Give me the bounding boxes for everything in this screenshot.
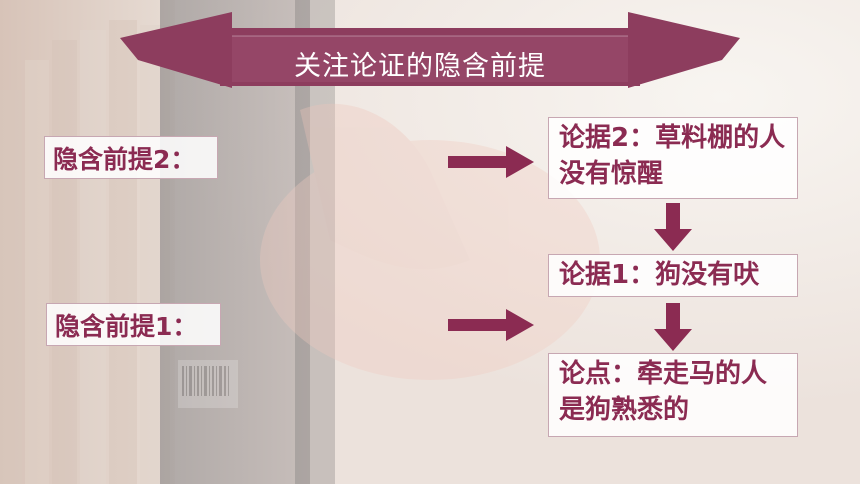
conclusion-box: 论点：牵走马的人是狗熟悉的 [548, 353, 798, 437]
evidence-1-box: 论据1：狗没有吠 [548, 254, 798, 297]
implicit-premise-2: 隐含前提2： [44, 136, 218, 179]
arrow-down-to-conclusion [654, 303, 692, 351]
page-title: 关注论证的隐含前提 [294, 50, 546, 82]
arrow-down-to-evidence-1 [654, 203, 692, 251]
arrow-right-to-evidence-2 [448, 146, 534, 178]
arrow-right-to-evidence-1 [448, 309, 534, 341]
title-banner [120, 12, 740, 88]
evidence-2-box: 论据2：草料棚的人没有惊醒 [548, 117, 798, 199]
implicit-premise-1: 隐含前提1： [46, 303, 221, 346]
